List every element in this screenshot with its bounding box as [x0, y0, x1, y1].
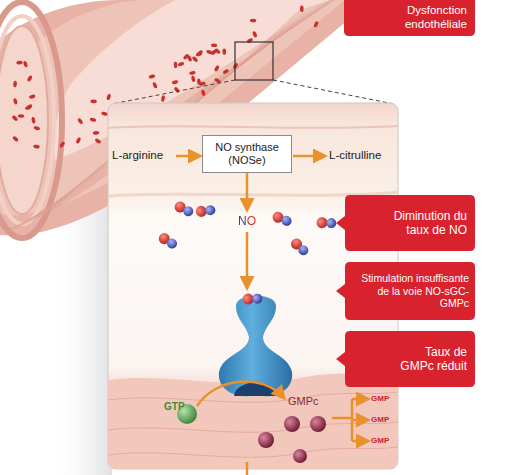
molecule-label: GTP [164, 402, 185, 412]
conversion-arrow [197, 381, 284, 406]
red-blood-cell [201, 89, 206, 96]
red-blood-cell [12, 135, 19, 142]
red-blood-cell [189, 70, 196, 75]
red-blood-cell [23, 61, 29, 68]
red-blood-cell [33, 144, 40, 149]
red-blood-cell [300, 5, 304, 11]
red-blood-cell [93, 131, 100, 135]
zoom-square [235, 42, 273, 80]
red-blood-cell [173, 86, 180, 93]
red-blood-cell [13, 98, 18, 105]
zoom-guide [112, 80, 235, 104]
red-blood-cell [250, 19, 256, 23]
callout-fill [336, 331, 475, 387]
red-blood-cell [16, 60, 23, 64]
node-text: Stimulation insuffisante de la voie NO-s… [354, 272, 469, 309]
product-label: L-citrulline [329, 150, 381, 162]
red-blood-cell [195, 52, 202, 57]
red-blood-cell [90, 99, 97, 103]
red-blood-cell [148, 74, 155, 79]
red-blood-cell [246, 37, 253, 43]
red-blood-cell [106, 93, 111, 100]
red-blood-cell [313, 21, 319, 28]
red-blood-cell [75, 137, 81, 144]
red-blood-cell [222, 48, 226, 55]
red-blood-cell [13, 81, 17, 88]
red-blood-cell [89, 117, 96, 122]
no-molecule [241, 290, 263, 307]
red-blood-cell [31, 117, 36, 124]
no-molecule [157, 232, 180, 250]
no-molecule [271, 211, 292, 227]
molecule-label: GMP [371, 416, 389, 424]
red-blood-cell [206, 49, 213, 55]
red-blood-cell [214, 48, 221, 55]
gmpc-molecules [258, 416, 326, 463]
callout-fill [336, 195, 475, 251]
node-text: Taux de GMPc réduit [394, 345, 467, 373]
red-blood-cell [11, 115, 18, 122]
reaction-arrow [293, 155, 325, 158]
zoom-guide [273, 80, 394, 104]
molecule-label: NO [238, 215, 256, 227]
red-blood-cell [183, 53, 190, 60]
no-molecule [173, 200, 195, 217]
red-blood-cell [33, 126, 40, 131]
flow-arrow [246, 173, 249, 210]
no-molecule [316, 215, 337, 231]
substrate-label: L-arginine [112, 150, 163, 162]
gmp-bracket [332, 399, 368, 441]
callout-box: Stimulation insuffisante de la voie NO-s… [336, 262, 475, 320]
node-text: NO synthase (NOSe) [208, 141, 286, 167]
red-blood-cell [101, 111, 108, 116]
red-blood-cell [214, 65, 220, 72]
enzyme-box: NO synthase (NOSe) [202, 135, 292, 173]
no-molecule [288, 236, 311, 257]
reaction-arrow [176, 155, 200, 158]
red-blood-cell [174, 62, 178, 69]
red-blood-cell [94, 138, 101, 145]
node-text: Diminution du taux de NO [370, 209, 467, 237]
callout-box: Dysfonction endothéliale [344, 0, 475, 36]
red-blood-cell [191, 56, 198, 63]
callout-fill [336, 262, 475, 320]
red-blood-cell [77, 117, 84, 124]
red-blood-cell [152, 82, 158, 89]
molecule-label: GMP [371, 395, 389, 403]
red-blood-cell [171, 80, 178, 85]
red-blood-cell [29, 94, 36, 99]
red-blood-cell [59, 141, 66, 148]
molecule-label: GMP [371, 437, 389, 445]
callout-box: Taux de GMPc réduit [336, 331, 475, 387]
callout-box: Diminution du taux de NO [336, 195, 475, 251]
node-text: Dysfonction endothéliale [352, 4, 467, 31]
red-blood-cell [191, 75, 196, 82]
red-blood-cell [24, 104, 31, 110]
molecule-label: GMPc [288, 396, 319, 407]
red-blood-cell [211, 43, 218, 47]
no-molecule [194, 201, 217, 219]
callout-fill [344, 0, 475, 36]
red-blood-cell [27, 75, 33, 82]
flow-arrow [246, 232, 249, 288]
red-blood-cell [177, 61, 184, 67]
red-blood-cell [18, 114, 25, 118]
red-blood-cell [161, 95, 166, 102]
red-blood-cell [252, 31, 258, 38]
flow-arrow [246, 462, 249, 475]
red-blood-cell [222, 68, 229, 74]
